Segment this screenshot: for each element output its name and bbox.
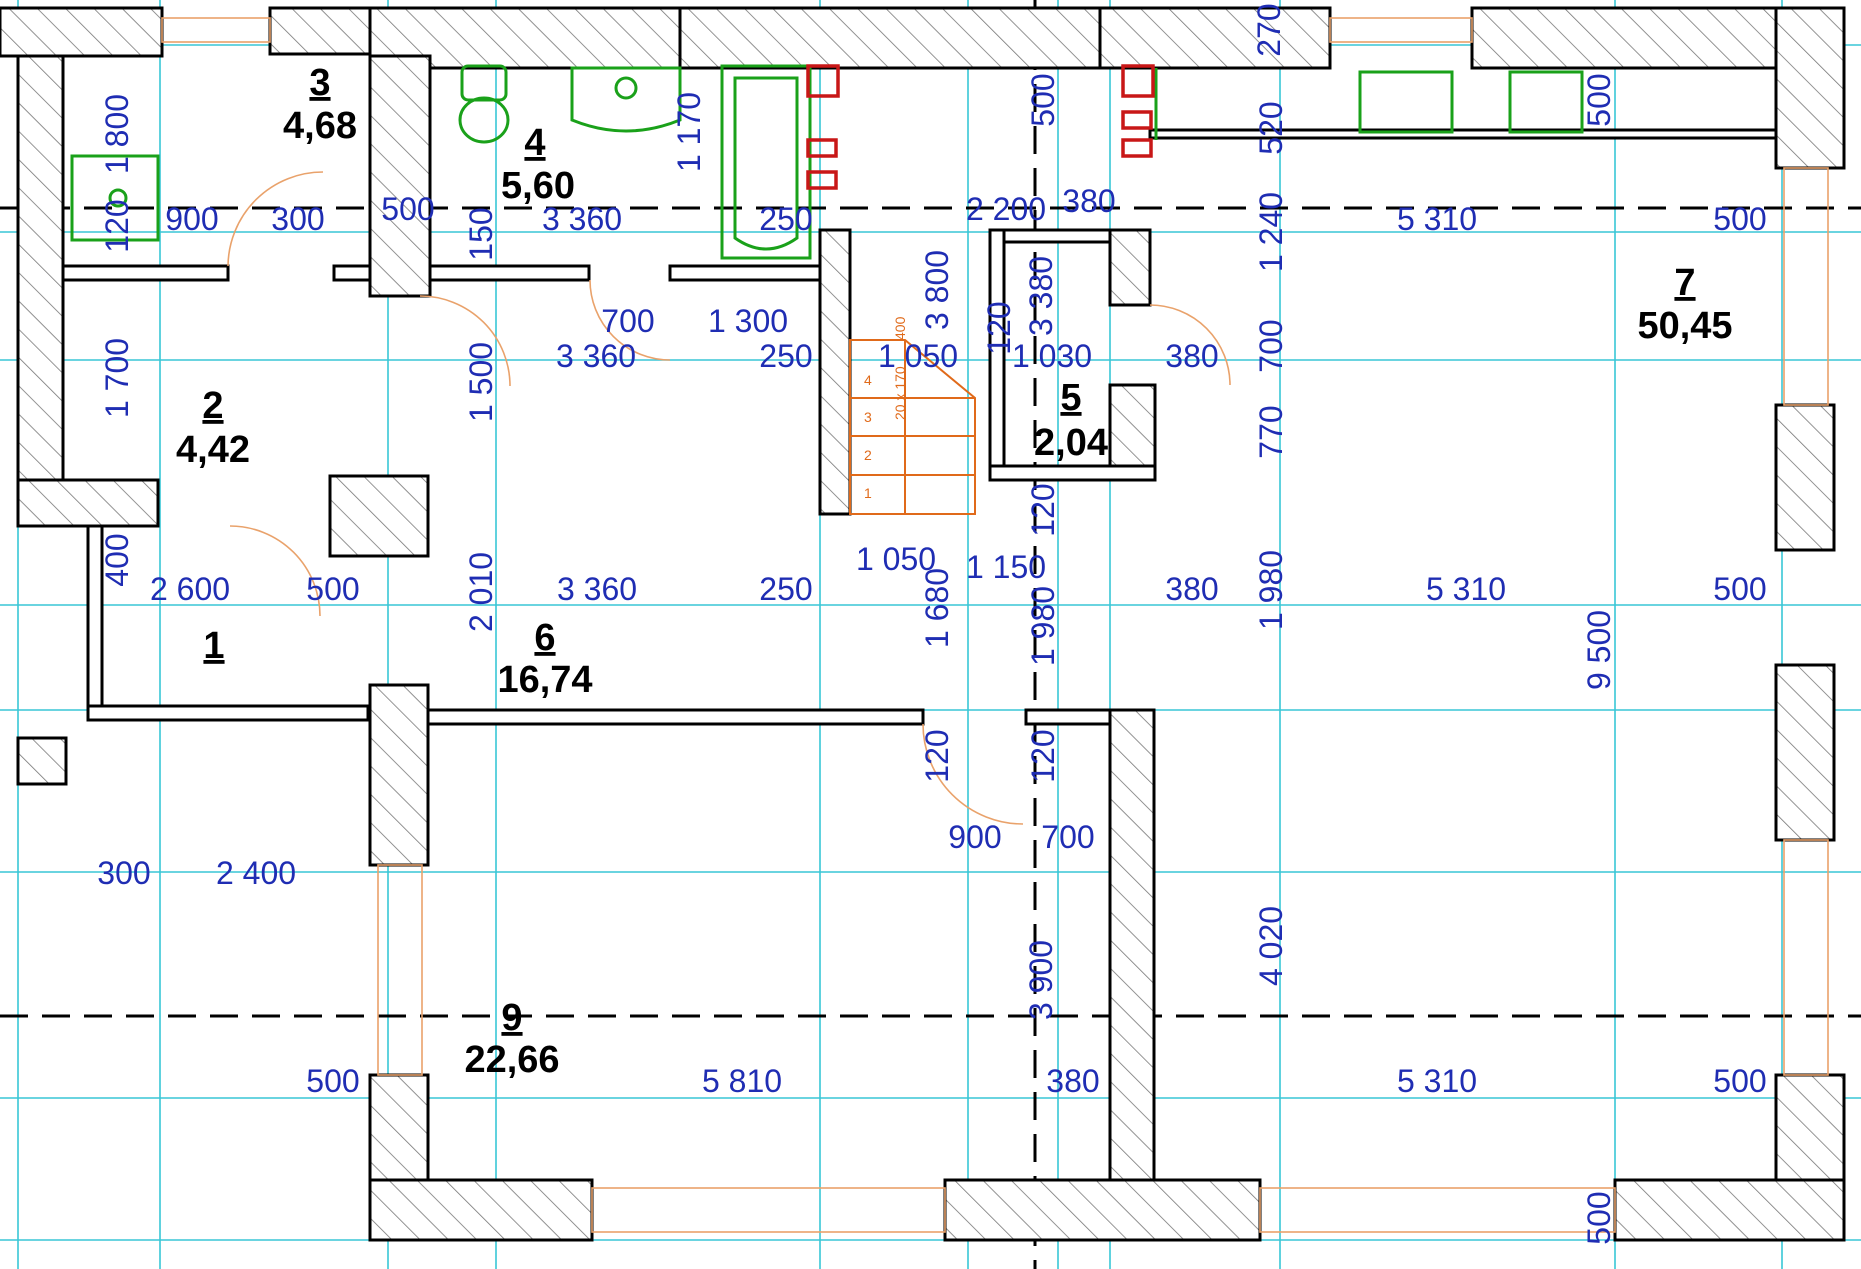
dimension-label: 3 800 <box>919 250 955 330</box>
room-area: 50,45 <box>1637 305 1732 347</box>
room-labels: 1 2 4,42 3 4,68 4 5,60 5 2,04 6 16,74 7 … <box>176 62 1733 1081</box>
dimension-label: 3 380 <box>1023 256 1059 336</box>
dimension-label: 1 700 <box>99 338 135 418</box>
dimension-label: 1 300 <box>708 303 788 339</box>
dimension-label: 380 <box>1046 1063 1099 1099</box>
dimension-label: 500 <box>1713 201 1766 237</box>
dimension-label: 500 <box>1581 73 1617 126</box>
horizontal-dimensions: 900 300 500 3 360 250 2 200 380 5 310 50… <box>97 183 1766 1099</box>
dimension-label: 3 360 <box>557 571 637 607</box>
dimension-label: 700 <box>1041 819 1094 855</box>
room-area: 22,66 <box>464 1039 559 1081</box>
dimension-label: 270 <box>1251 3 1287 56</box>
dimension-label: 500 <box>306 1063 359 1099</box>
stair-step: 4 <box>864 372 872 388</box>
dimension-label: 1 500 <box>463 342 499 422</box>
room-number: 9 <box>501 997 522 1039</box>
dimension-label: 1 050 <box>878 338 958 374</box>
room-number: 2 <box>202 385 223 427</box>
dimension-label: 300 <box>271 201 324 237</box>
dimension-label: 120 <box>981 301 1017 354</box>
dimension-label: 250 <box>759 571 812 607</box>
vent-ducts <box>806 64 1155 190</box>
dimension-label: 250 <box>759 338 812 374</box>
dimension-label: 120 <box>1025 729 1061 782</box>
dimension-label: 120 <box>99 199 135 252</box>
room-area: 5,60 <box>501 165 575 207</box>
dimension-label: 2 200 <box>966 191 1046 227</box>
dimension-label: 700 <box>1253 319 1289 372</box>
dimension-label: 5 310 <box>1397 1063 1477 1099</box>
stair-label: 400 <box>892 316 908 340</box>
room-area: 16,74 <box>497 659 592 701</box>
dimension-label: 250 <box>759 201 812 237</box>
dimension-label: 400 <box>99 533 135 586</box>
dimension-label: 1 150 <box>966 549 1046 585</box>
dimension-label: 1 980 <box>1025 586 1061 666</box>
dimension-label: 5 310 <box>1397 201 1477 237</box>
stair-step: 1 <box>864 485 872 501</box>
dimension-label: 900 <box>165 201 218 237</box>
dimension-label: 380 <box>1165 338 1218 374</box>
stair-label: 20 x 170 <box>892 366 908 420</box>
room-number: 5 <box>1060 377 1081 419</box>
dimension-label: 500 <box>306 571 359 607</box>
dimension-label: 300 <box>97 855 150 891</box>
room-number: 4 <box>524 122 545 164</box>
dimension-label: 1 680 <box>919 568 955 648</box>
dimension-label: 500 <box>1025 73 1061 126</box>
dimension-label: 3 360 <box>542 201 622 237</box>
dimension-label: 1 800 <box>99 94 135 174</box>
dimension-label: 1 030 <box>1012 338 1092 374</box>
doors <box>227 171 1231 825</box>
dimension-label: 1 050 <box>856 541 936 577</box>
room-area: 4,68 <box>283 105 357 147</box>
dimension-label: 2 010 <box>463 552 499 632</box>
room-number: 7 <box>1674 262 1695 304</box>
dimension-label: 1 980 <box>1253 550 1289 630</box>
dimension-label: 1 240 <box>1253 192 1289 272</box>
dimension-label: 770 <box>1253 405 1289 458</box>
dimension-label: 700 <box>601 303 654 339</box>
dimension-label: 380 <box>1165 571 1218 607</box>
dimension-label: 120 <box>919 729 955 782</box>
walls <box>0 6 1846 1242</box>
room-area: 4,42 <box>176 429 250 471</box>
dimension-label: 380 <box>1062 183 1115 219</box>
dimension-label: 3 360 <box>556 338 636 374</box>
dimension-label: 4 020 <box>1253 906 1289 986</box>
dimension-label: 500 <box>1713 1063 1766 1099</box>
dimension-label: 2 600 <box>150 571 230 607</box>
room-area: 2,04 <box>1034 422 1108 464</box>
dimension-label: 2 400 <box>216 855 296 891</box>
dimension-label: 500 <box>1713 571 1766 607</box>
plumbing-fixtures <box>70 64 1584 260</box>
staircase: 1 2 3 4 20 x 170 400 <box>849 316 976 515</box>
stair-step: 3 <box>864 409 872 425</box>
stair-step: 2 <box>864 447 872 463</box>
dimension-label: 5 810 <box>702 1063 782 1099</box>
room-number: 3 <box>309 62 330 104</box>
room-number: 6 <box>534 617 555 659</box>
dimension-label: 3 900 <box>1023 940 1059 1020</box>
dimension-label: 520 <box>1253 101 1289 154</box>
dimension-label: 9 500 <box>1581 610 1617 690</box>
dimension-label: 1 170 <box>671 92 707 172</box>
windows <box>161 17 1829 1233</box>
dimension-label: 5 310 <box>1426 571 1506 607</box>
dimension-label: 500 <box>1581 1191 1617 1244</box>
dimension-label: 500 <box>381 191 434 227</box>
dimension-label: 900 <box>948 819 1001 855</box>
dimension-label: 120 <box>1025 483 1061 536</box>
dimension-label: 150 <box>463 207 499 260</box>
vertical-dimensions: 1 800 120 1 170 150 500 3 800 3 380 5 20 … <box>99 3 1617 1244</box>
room-number: 1 <box>203 625 224 667</box>
